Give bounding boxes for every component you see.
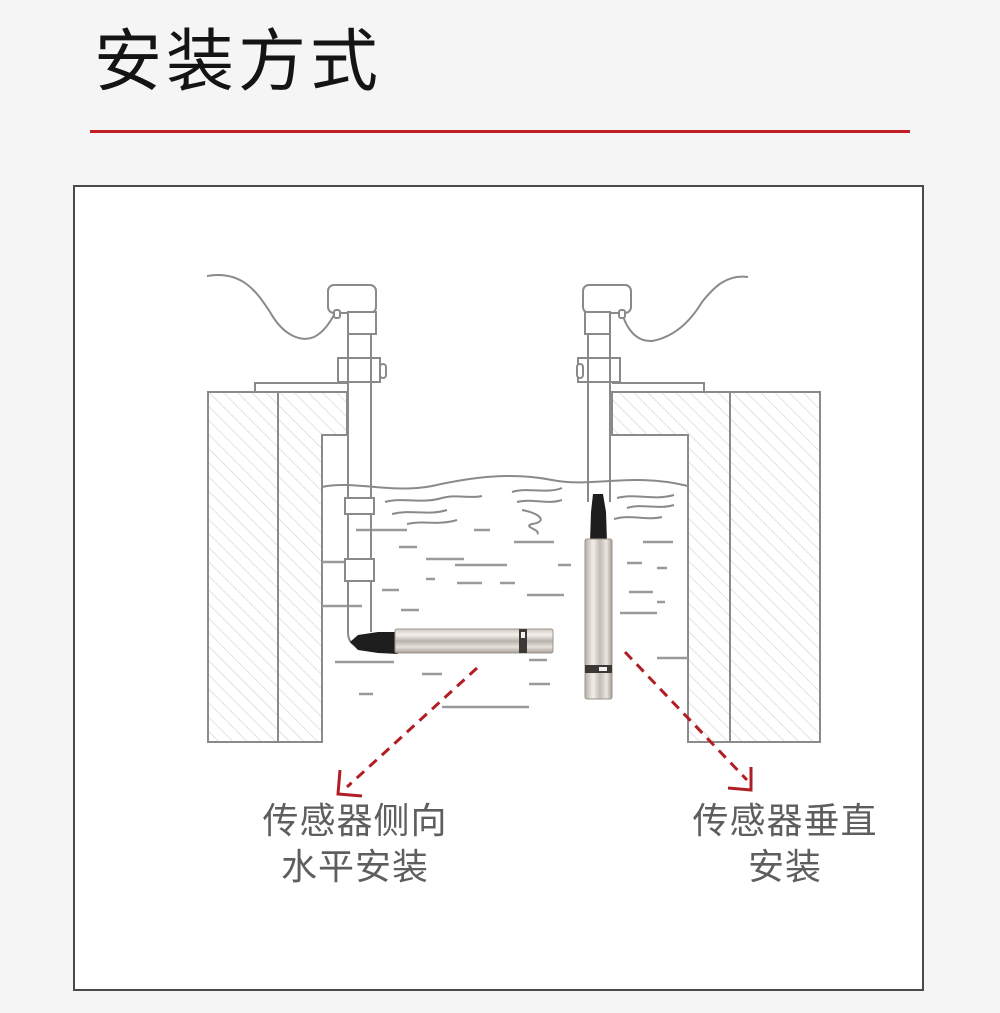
vertical-sensor [584, 494, 613, 700]
arrow-vertical-install [623, 650, 753, 792]
caption-vertical-install: 传感器垂直 安装 [635, 799, 935, 891]
horizontal-sensor [350, 628, 554, 654]
left-tank-wall [207, 382, 348, 743]
right-mounting-pole [576, 275, 749, 502]
installation-diagram [206, 274, 821, 798]
left-mounting-pole [206, 274, 387, 647]
page-title: 安装方式 [94, 23, 383, 102]
caption-horizontal-line2: 水平安装 [280, 847, 429, 888]
caption-vertical-line1: 传感器垂直 [692, 801, 878, 842]
arrow-horizontal-install [336, 666, 479, 798]
caption-vertical-line2: 安装 [747, 847, 822, 888]
water-lines [322, 528, 688, 709]
right-tank-wall [611, 382, 821, 743]
water-surface [321, 475, 689, 535]
caption-horizontal-line1: 传感器侧向 [262, 801, 448, 842]
diagram-frame: 传感器侧向 水平安装 传感器垂直 安装 [73, 185, 924, 991]
title-divider [90, 130, 910, 133]
caption-horizontal-install: 传感器侧向 水平安装 [205, 799, 505, 891]
